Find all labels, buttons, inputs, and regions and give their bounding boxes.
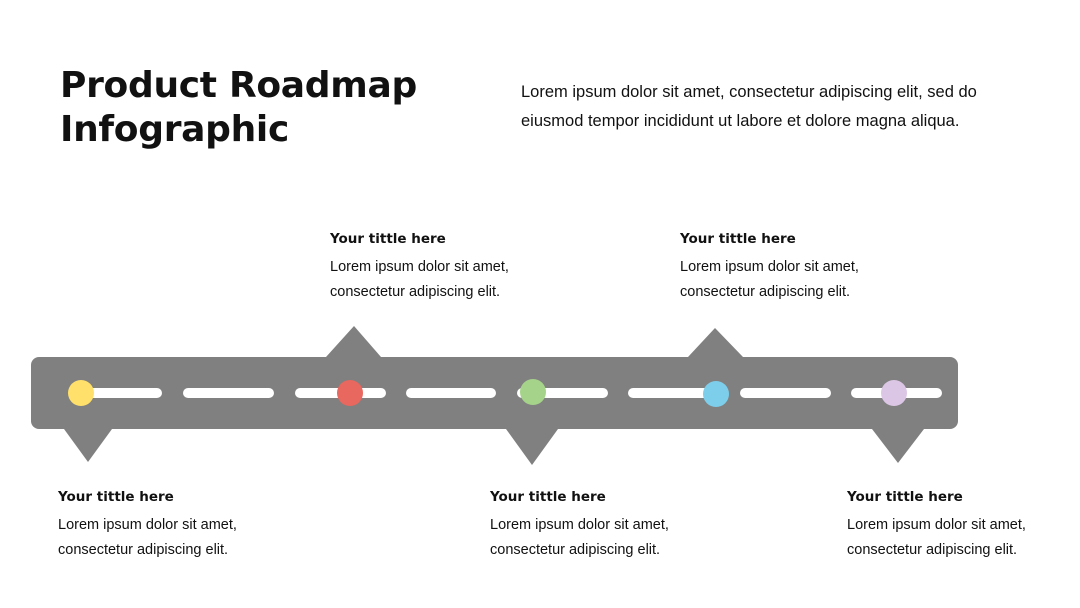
milestone-dot-4	[703, 381, 729, 407]
milestone-dot-3	[520, 379, 546, 405]
page-title: Product Roadmap Infographic	[60, 65, 417, 150]
milestone-dot-2	[337, 380, 363, 406]
pointer-down-1	[64, 429, 112, 462]
milestone-2-callout: Your tittle here Lorem ipsum dolor sit a…	[330, 230, 570, 305]
milestone-3-text: Lorem ipsum dolor sit amet, consectetur …	[490, 517, 669, 558]
milestone-4-title: Your tittle here	[680, 231, 796, 247]
pointer-up-4	[688, 328, 743, 357]
milestone-2-text: Lorem ipsum dolor sit amet, consectetur …	[330, 259, 509, 300]
intro-paragraph: Lorem ipsum dolor sit amet, consectetur …	[521, 83, 977, 130]
milestone-dot-1	[68, 380, 94, 406]
pointer-up-2	[326, 326, 381, 357]
milestone-4-text: Lorem ipsum dolor sit amet, consectetur …	[680, 259, 859, 300]
milestone-2-title: Your tittle here	[330, 231, 446, 247]
milestone-4-callout: Your tittle here Lorem ipsum dolor sit a…	[680, 230, 920, 305]
pointer-down-3	[506, 429, 558, 465]
milestone-5-title: Your tittle here	[847, 489, 963, 505]
milestone-3-title: Your tittle here	[490, 489, 606, 505]
milestone-dot-5	[881, 380, 907, 406]
milestone-1-callout: Your tittle here Lorem ipsum dolor sit a…	[58, 488, 298, 563]
pointer-down-5	[872, 429, 924, 463]
milestone-5-text: Lorem ipsum dolor sit amet, consectetur …	[847, 517, 1026, 558]
milestone-1-title: Your tittle here	[58, 489, 174, 505]
milestone-5-callout: Your tittle here Lorem ipsum dolor sit a…	[847, 488, 1080, 563]
milestone-3-callout: Your tittle here Lorem ipsum dolor sit a…	[490, 488, 730, 563]
milestone-1-text: Lorem ipsum dolor sit amet, consectetur …	[58, 517, 237, 558]
